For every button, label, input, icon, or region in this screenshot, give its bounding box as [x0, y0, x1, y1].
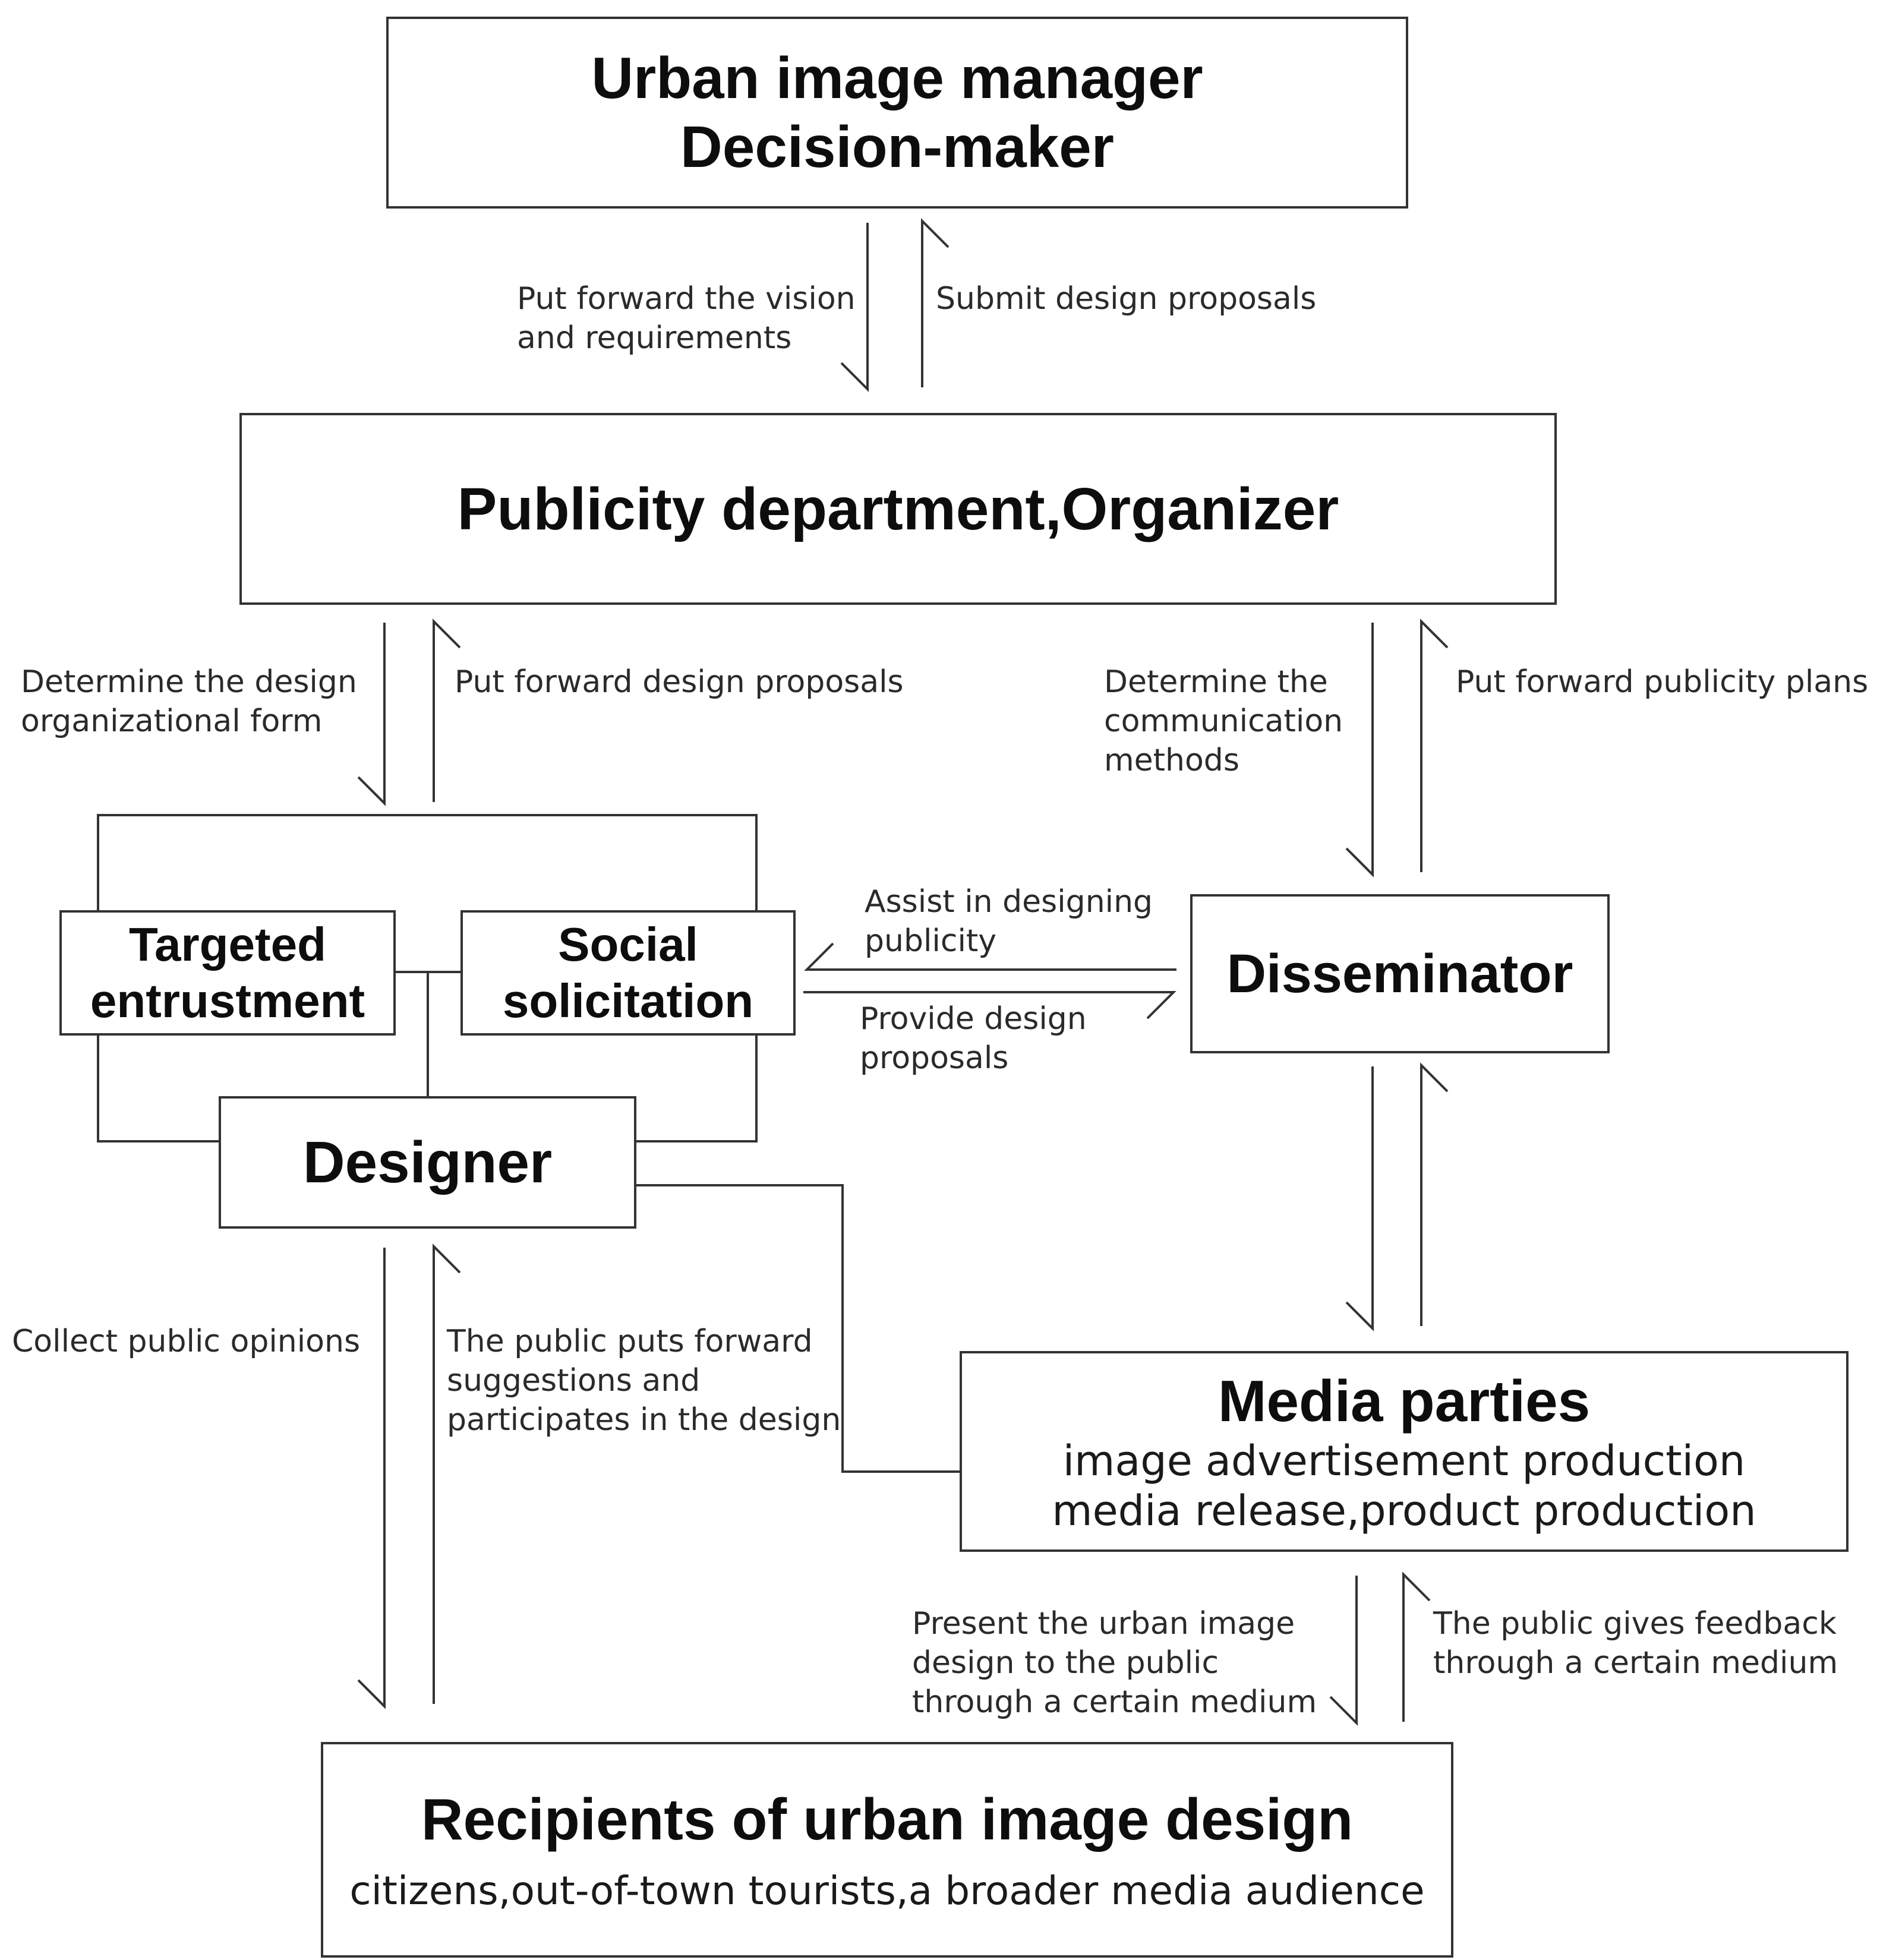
arrow-public-suggest-up — [433, 1243, 461, 1704]
connector-designer-media — [636, 1184, 960, 1473]
arrow-present-down — [1329, 1576, 1358, 1726]
arrow-vision-down — [840, 223, 869, 392]
designer-box: Designer — [219, 1096, 636, 1229]
arrow-assist-left — [804, 942, 1176, 971]
arrow-submit-up — [921, 218, 950, 387]
disseminator-box: Disseminator — [1190, 894, 1610, 1053]
arrow-publicity-plans-up — [1420, 618, 1449, 872]
label-collect: Collect public opinions — [12, 1324, 361, 1359]
label-publicity-plans: Put forward publicity plans — [1456, 664, 1869, 700]
arrow-provide-right — [803, 991, 1176, 1020]
designer-group-frame — [97, 814, 758, 1142]
urban-image-manager-box: Urban image manager Decision-maker — [386, 17, 1408, 209]
designer-title: Designer — [302, 1129, 553, 1195]
label-present: Present the urban image design to the pu… — [912, 1606, 1317, 1720]
arrow-feedback-up — [1402, 1571, 1431, 1722]
targeted-entrustment-box: Targeted entrustment — [59, 910, 396, 1036]
arrow-comm-methods-down — [1345, 623, 1374, 878]
media-parties-sub2: media release,product production — [1052, 1486, 1756, 1535]
arrow-media-dissem-up — [1420, 1062, 1449, 1326]
label-org-form: Determine the design organizational form — [21, 664, 357, 739]
label-comm-methods: Determine the communication methods — [1104, 664, 1343, 778]
manager-title-line1: Urban image manager — [591, 45, 1203, 111]
label-design-proposals: Put forward design proposals — [455, 664, 904, 700]
social-line1: Social — [558, 918, 698, 971]
label-feedback: The public gives feedback through a cert… — [1433, 1606, 1838, 1681]
recipients-sub: citizens,out-of-town tourists,a broader … — [349, 1867, 1425, 1914]
arrow-dissem-media-down — [1345, 1066, 1374, 1331]
recipients-title: Recipients of urban image design — [421, 1787, 1354, 1852]
arrow-org-form-down — [357, 623, 386, 806]
recipients-box: Recipients of urban image design citizen… — [321, 1742, 1453, 1958]
publicity-department-box: Publicity department,Organizer — [239, 413, 1557, 605]
media-parties-box: Media parties image advertisement produc… — [960, 1351, 1849, 1552]
label-submit: Submit design proposals — [936, 281, 1317, 317]
manager-title-line2: Decision-maker — [680, 113, 1114, 179]
label-provide: Provide design proposals — [860, 1001, 1087, 1076]
arrow-collect-down — [357, 1248, 386, 1709]
publicity-department-title: Publicity department,Organizer — [457, 475, 1339, 542]
media-parties-title: Media parties — [1217, 1368, 1591, 1434]
targeted-line1: Targeted — [129, 918, 326, 971]
media-parties-sub1: image advertisement production — [1062, 1436, 1746, 1485]
targeted-line2: entrustment — [90, 974, 365, 1027]
label-assist: Assist in designing publicity — [865, 884, 1153, 959]
disseminator-title: Disseminator — [1226, 943, 1573, 1004]
label-public-suggest: The public puts forward suggestions and … — [447, 1324, 841, 1438]
social-solicitation-box: Social solicitation — [460, 910, 796, 1036]
social-line2: solicitation — [502, 974, 754, 1027]
label-vision: Put forward the vision and requirements — [517, 281, 856, 356]
arrow-design-proposals-up — [433, 618, 461, 802]
